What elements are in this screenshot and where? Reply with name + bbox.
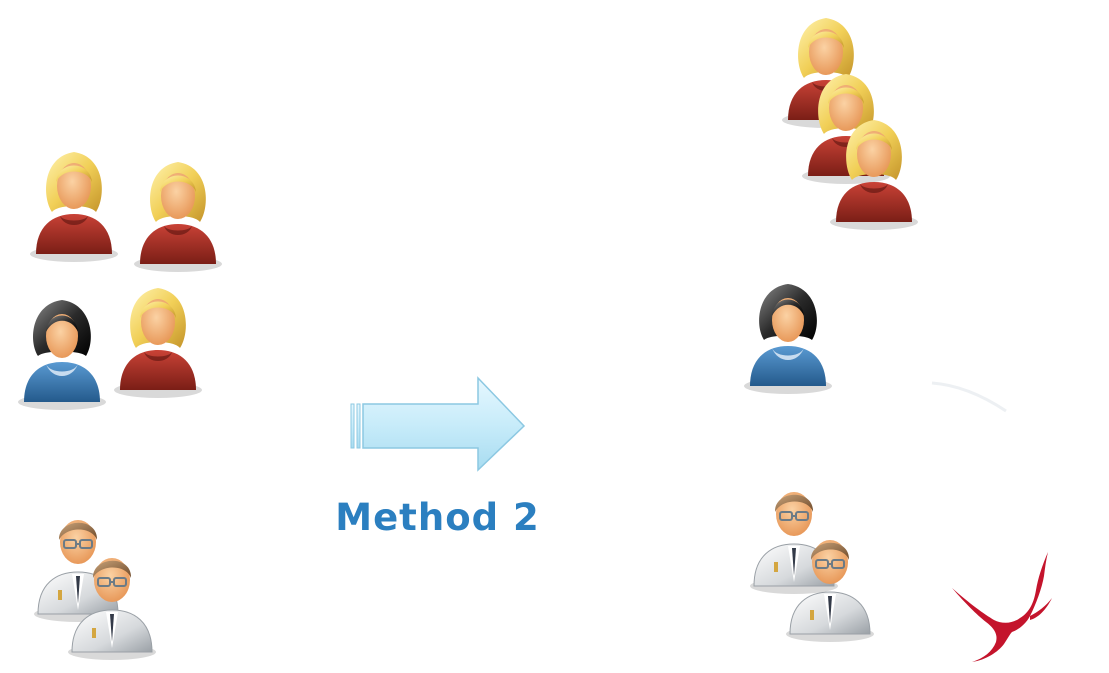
- woman-blonde-icon: [114, 288, 202, 398]
- faint-highlight: [931, 381, 1007, 413]
- scientist-man-icon: [67, 557, 157, 660]
- scientist-man-icon: [785, 539, 875, 642]
- woman-blonde-icon: [830, 120, 918, 230]
- woman-blonde-icon: [134, 162, 222, 272]
- woman-dark-hair-icon: [18, 300, 106, 410]
- woman-blonde-icon: [30, 152, 118, 262]
- woman-dark-hair-icon: [744, 284, 832, 394]
- red-bird-logo-icon: [952, 552, 1052, 662]
- right-arrow-icon: [350, 376, 526, 472]
- method-label: Method 2: [335, 496, 540, 539]
